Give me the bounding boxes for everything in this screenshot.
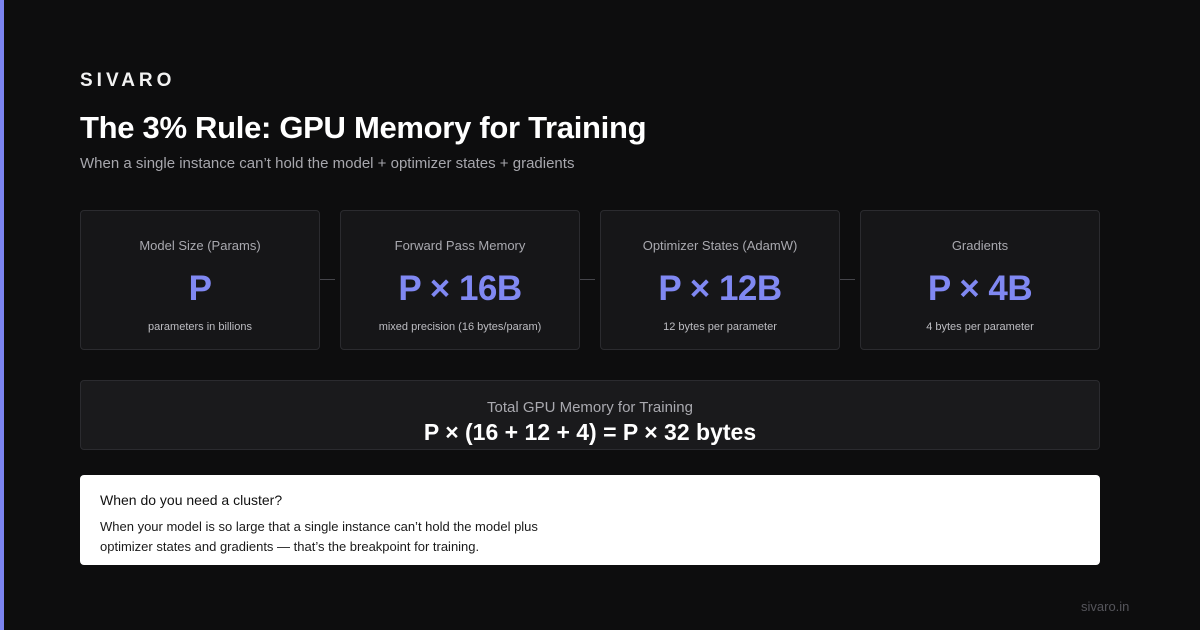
- info-body: When your model is so large that a singl…: [100, 519, 538, 554]
- info-heading: When do you need a cluster?: [100, 492, 283, 508]
- memory-cards: Model Size (Params) P parameters in bill…: [80, 210, 1100, 350]
- page-title: The 3% Rule: GPU Memory for Training: [80, 110, 647, 145]
- card-label: Forward Pass Memory: [394, 238, 526, 253]
- card-value: P × 4B: [927, 269, 1033, 308]
- card-model-size: Model Size (Params) P parameters in bill…: [80, 210, 320, 350]
- card-connector: [320, 279, 335, 280]
- footer-url: sivaro.in: [1081, 599, 1130, 614]
- card-gradients: Gradients P × 4B 4 bytes per parameter: [860, 210, 1100, 350]
- card-label: Model Size (Params): [139, 238, 261, 253]
- card-note: parameters in billions: [148, 321, 252, 333]
- card-note: mixed precision (16 bytes/param): [378, 321, 542, 333]
- card-note: 4 bytes per parameter: [926, 321, 1034, 333]
- card-optimizer-states: Optimizer States (AdamW) P × 12B 12 byte…: [600, 210, 840, 350]
- total-formula: P × (16 + 12 + 4) = P × 32 bytes: [423, 419, 757, 445]
- card-value: P × 12B: [658, 269, 782, 308]
- card-label: Optimizer States (AdamW): [642, 238, 798, 253]
- card-value: P × 16B: [398, 269, 522, 308]
- accent-bar: [0, 0, 4, 630]
- total-memory-panel: Total GPU Memory for Training P × (16 + …: [80, 380, 1100, 450]
- page-subtitle: When a single instance can’t hold the mo…: [80, 155, 575, 172]
- total-label: Total GPU Memory for Training: [487, 399, 693, 416]
- brand-logo: SIVARO: [80, 70, 176, 91]
- card-value: P: [188, 269, 212, 308]
- card-forward-pass: Forward Pass Memory P × 16B mixed precis…: [340, 210, 580, 350]
- card-connector: [580, 279, 595, 280]
- card-connector: [840, 279, 855, 280]
- card-note: 12 bytes per parameter: [663, 321, 777, 333]
- card-label: Gradients: [951, 238, 1009, 253]
- cluster-info-box: When do you need a cluster? When your mo…: [80, 475, 1100, 565]
